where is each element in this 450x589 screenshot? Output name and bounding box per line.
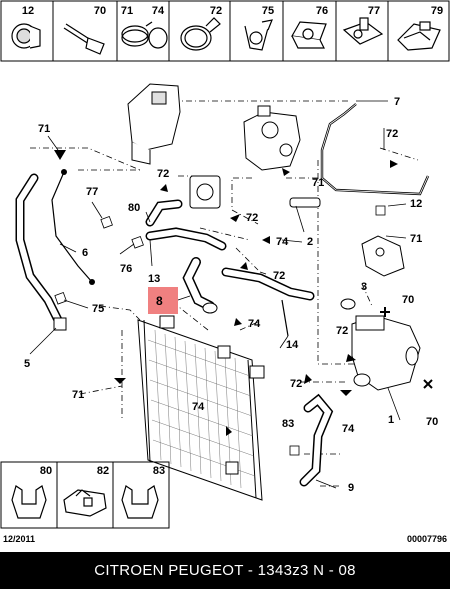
label-14: 14: [286, 339, 299, 351]
label-3: 3: [361, 281, 367, 293]
label-9: 9: [348, 482, 354, 494]
pipe-6-end-2: [89, 279, 95, 285]
bottom-parts-grid: [0, 461, 170, 529]
label-1: 1: [388, 414, 394, 426]
label-72-mid: 72: [246, 212, 258, 224]
hose-clamp-72-icon: [180, 17, 221, 51]
bottom-part-83-label: 83: [153, 465, 165, 477]
label-7: 7: [394, 96, 400, 108]
clip-77-icon: [342, 17, 384, 45]
clip-76-icon: [291, 21, 327, 49]
label-71-left: 71: [38, 123, 50, 135]
bracket-79-icon: [397, 21, 441, 51]
label-74-center: 74: [248, 318, 261, 330]
pipe-14: [281, 299, 289, 337]
pipe-6-end: [61, 169, 67, 175]
label-72-upper-hose: 72: [273, 270, 285, 282]
top-part-74-label: 74: [152, 5, 165, 17]
label-75: 75: [92, 303, 104, 315]
radiator-fittings: [159, 315, 265, 475]
sensor-71-right: [361, 235, 405, 277]
catalog-banner: CITROEN PEUGEOT - 1343z3 N - 08: [0, 552, 450, 589]
highlight-box-part-8: [148, 287, 178, 314]
heater-pipe-7-inner: [321, 103, 429, 195]
label-77: 77: [86, 186, 98, 198]
label-5: 5: [24, 358, 30, 370]
dashed-guide-lines: [30, 100, 419, 487]
label-72-lower: 72: [290, 378, 302, 390]
expansion-tank: [127, 83, 181, 165]
top-parts-grid: [0, 0, 450, 62]
label-13: 13: [148, 273, 160, 285]
label-74-right: 74: [342, 423, 355, 435]
clip-83-icon: [121, 485, 159, 519]
label-80: 80: [128, 202, 140, 214]
cap-12-icon: [11, 23, 41, 49]
hose-clamp-71-icon: [121, 21, 153, 47]
footer-code: 00007796: [407, 534, 447, 544]
label-12: 12: [410, 198, 422, 210]
bottom-part-80-label: 80: [40, 465, 52, 477]
clip-75-icon: [244, 19, 273, 51]
clip-boxes: [54, 205, 386, 456]
screw-70-icon: [63, 23, 105, 55]
label-2: 2: [307, 236, 313, 248]
exploded-parts-diagram: 12 70 71 74 72 75 76 77 79: [0, 0, 450, 544]
top-part-12-label: 12: [22, 5, 34, 17]
label-70-bottom: 70: [426, 416, 438, 428]
radiator: [137, 319, 263, 501]
label-71-right: 71: [410, 233, 422, 245]
leader-lines: [29, 100, 407, 489]
hose-80-inner: [147, 201, 181, 225]
pipe-2: [289, 197, 321, 208]
label-74-radiator: 74: [192, 401, 205, 413]
label-72-housing: 72: [336, 325, 348, 337]
label-70-top: 70: [402, 294, 414, 306]
thermostat-housing-1: [351, 315, 421, 391]
oil-cooler: [189, 175, 221, 209]
cross-markers: [380, 307, 433, 389]
label-6: 6: [82, 247, 88, 259]
heater-pipe-7: [320, 103, 430, 196]
pipe-6: [51, 171, 93, 283]
label-83: 83: [282, 418, 294, 430]
radiator-core-grid: [147, 329, 256, 489]
hose-upper-radiator-inner: [223, 269, 313, 299]
hose-5-inner: [17, 175, 61, 323]
top-part-76-label: 76: [316, 5, 328, 17]
hose-13-inner: [147, 228, 225, 249]
water-outlet-housing: [243, 105, 301, 171]
hose-8-end: [202, 302, 218, 314]
top-part-79-label: 79: [431, 5, 443, 17]
top-part-75-label: 75: [262, 5, 274, 17]
clamp-markers: [54, 150, 398, 436]
label-8: 8: [156, 294, 163, 308]
label-71-lower-left: 71: [72, 389, 84, 401]
clip-80-icon: [11, 485, 47, 519]
label-72-tank: 72: [157, 168, 169, 180]
top-part-77-label: 77: [368, 5, 380, 17]
gasket-3: [340, 298, 356, 310]
hose-clamp-74-icon: [148, 27, 168, 49]
top-part-71-label: 71: [121, 5, 133, 17]
hose-9-inner: [301, 395, 332, 485]
footer-date: 12/2011: [3, 534, 35, 544]
hose-5-fitting: [53, 317, 67, 331]
label-72-right-top: 72: [386, 128, 398, 140]
top-part-70-label: 70: [94, 5, 106, 17]
hose-8-inner: [184, 258, 214, 310]
clip-82-icon: [63, 489, 107, 517]
bottom-part-82-label: 82: [97, 465, 109, 477]
label-74-mid: 74: [276, 236, 289, 248]
top-part-72-label: 72: [210, 5, 222, 17]
label-71-center: 71: [312, 177, 324, 189]
label-76: 76: [120, 263, 132, 275]
